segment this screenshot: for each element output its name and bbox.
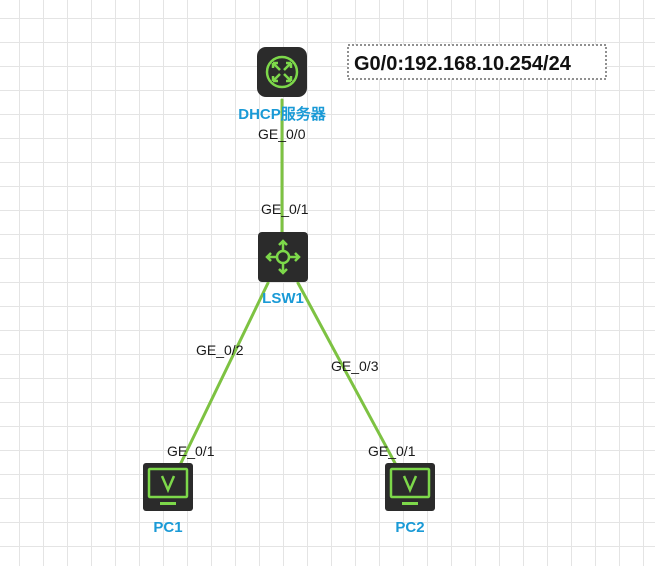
node-label-lsw1: LSW1 [262, 290, 304, 307]
port-label-pc2-ge01: GE_0/1 [368, 443, 416, 459]
link-lsw1-pc1 [178, 281, 270, 467]
port-label-lsw1-ge01: GE_0/1 [261, 201, 309, 217]
ip-note[interactable]: G0/0:192.168.10.254/24 [347, 44, 607, 80]
device-pc1[interactable]: PC1 [143, 463, 193, 536]
ip-note-text: G0/0:192.168.10.254/24 [354, 53, 572, 75]
ip-note-box [347, 44, 607, 80]
port-label-pc1-ge01: GE_0/1 [167, 443, 215, 459]
device-dhcp-server[interactable]: DHCP服务器 [238, 47, 327, 123]
node-label-pc1: PC1 [153, 519, 182, 536]
port-label-lsw1-ge02: GE_0/2 [196, 342, 244, 358]
switch-icon [258, 232, 308, 282]
node-label-pc2: PC2 [395, 519, 424, 536]
device-lsw1[interactable]: LSW1 [258, 232, 308, 307]
link-lsw1-pc2 [296, 281, 398, 467]
router-icon [257, 47, 307, 97]
port-label-dhcp-ge00: GE_0/0 [258, 126, 306, 142]
node-label-dhcp: DHCP服务器 [238, 105, 327, 123]
device-pc2[interactable]: PC2 [385, 463, 435, 536]
port-label-lsw1-ge03: GE_0/3 [331, 358, 379, 374]
